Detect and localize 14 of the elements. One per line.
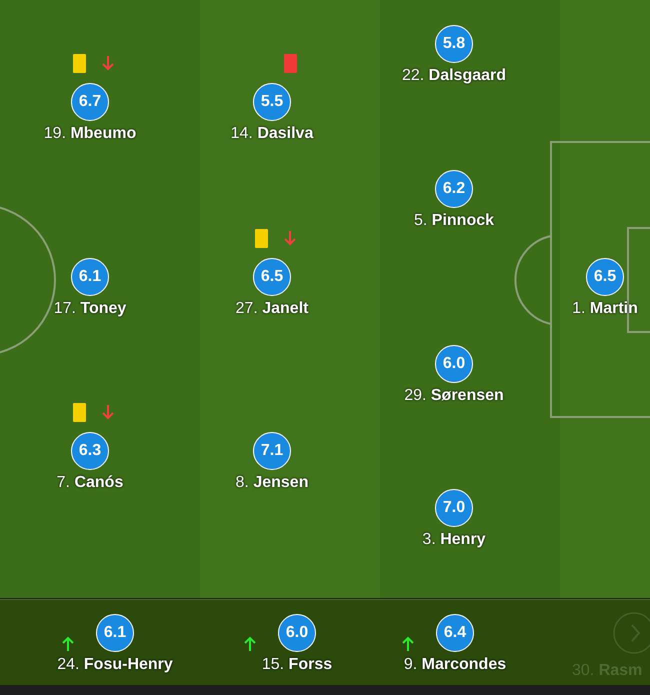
player-name: 14. Dasilva (230, 125, 314, 143)
player-name: 5. Pinnock (412, 212, 496, 230)
player-name: 1. Martin (571, 300, 639, 318)
player-name: 17. Toney (52, 300, 128, 318)
player-name: 22. Dalsgaard (400, 67, 508, 85)
player-name: 29. Sørensen (403, 387, 505, 405)
player-name: 15. Forss (260, 656, 334, 674)
player-name: 9. Marcondes (402, 656, 508, 674)
player-name: 19. Mbeumo (42, 125, 138, 143)
player-name: 8. Jensen (234, 474, 310, 492)
player-name: 3. Henry (421, 531, 487, 549)
player-name: 7. Canós (56, 474, 124, 492)
player-name: 27. Janelt (234, 300, 310, 318)
player-name: 24. Fosu-Henry (56, 656, 174, 674)
